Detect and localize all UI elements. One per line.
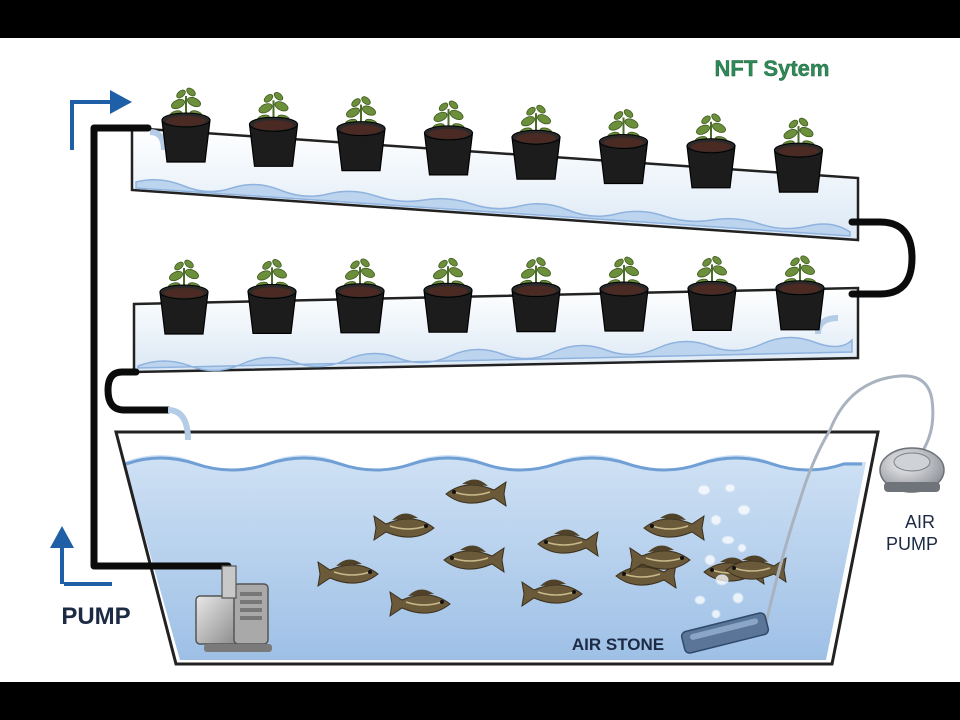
- fish-icon: [317, 559, 379, 588]
- lower-channel-water: [137, 336, 853, 372]
- right-u-bend: [848, 218, 916, 298]
- plant-pot-lower-7: [687, 256, 737, 331]
- tank-outline: [114, 430, 880, 666]
- water-surface: [125, 456, 862, 472]
- water-pump-icon: [195, 565, 272, 652]
- plant-pot-lower-2: [247, 259, 297, 334]
- fish-icon: [643, 513, 705, 542]
- pump-label: PUMP: [61, 603, 130, 630]
- fish-group: [317, 479, 787, 618]
- air-pump-label-line1: AIR: [905, 512, 935, 532]
- diagram-title: NFT Sytem: [715, 56, 830, 81]
- plant-pot-upper-8: [773, 117, 824, 193]
- plant-pot-lower-6: [599, 256, 649, 332]
- plant-icon: [169, 87, 203, 120]
- plant-pot-lower-8: [775, 255, 825, 331]
- plant-pot-lower-3: [335, 258, 385, 334]
- air-stone-label: AIR STONE: [572, 635, 664, 654]
- lower-inlet: [815, 315, 839, 335]
- left-drain-pipe: [104, 368, 172, 414]
- plant-pot-upper-1: [161, 87, 211, 163]
- fish-icon: [373, 513, 435, 542]
- pipes: [90, 124, 916, 570]
- upper-inlet: [149, 129, 167, 151]
- fish-icon: [521, 579, 583, 608]
- air-stone: [680, 612, 770, 654]
- tank-inlet-spout: [167, 407, 191, 441]
- plant-pot-lower-5: [511, 257, 561, 333]
- lower-channel: [132, 286, 860, 374]
- riser-pipe: [90, 124, 232, 570]
- plant-pot-lower-4: [423, 257, 473, 333]
- plant-pot-upper-6: [598, 109, 649, 185]
- fish-icon: [537, 529, 599, 558]
- plant-pot-lower-1: [159, 259, 209, 335]
- fish-icon: [389, 589, 451, 618]
- fish-icon: [629, 545, 691, 574]
- plant-pot-upper-7: [686, 113, 736, 189]
- fish-icon: [725, 555, 787, 584]
- plant-pot-upper-4: [423, 100, 474, 176]
- plant-pot-upper-5: [511, 104, 561, 180]
- air-pump-label-line2: PUMP: [886, 534, 938, 554]
- upper-channel-water: [135, 179, 851, 237]
- fish-icon: [443, 545, 505, 574]
- air-pump-icon: [879, 447, 945, 493]
- plant-pots: [159, 87, 825, 335]
- flow-arrow-up-right-icon: [70, 90, 132, 150]
- plant-pot-upper-3: [336, 96, 386, 172]
- flow-arrow-up-icon: [50, 526, 112, 586]
- air-tube: [762, 374, 935, 633]
- plant-icon: [695, 256, 729, 289]
- plant-pot-upper-2: [248, 91, 299, 167]
- bubbles: [694, 483, 751, 619]
- fish-icon: [445, 479, 507, 508]
